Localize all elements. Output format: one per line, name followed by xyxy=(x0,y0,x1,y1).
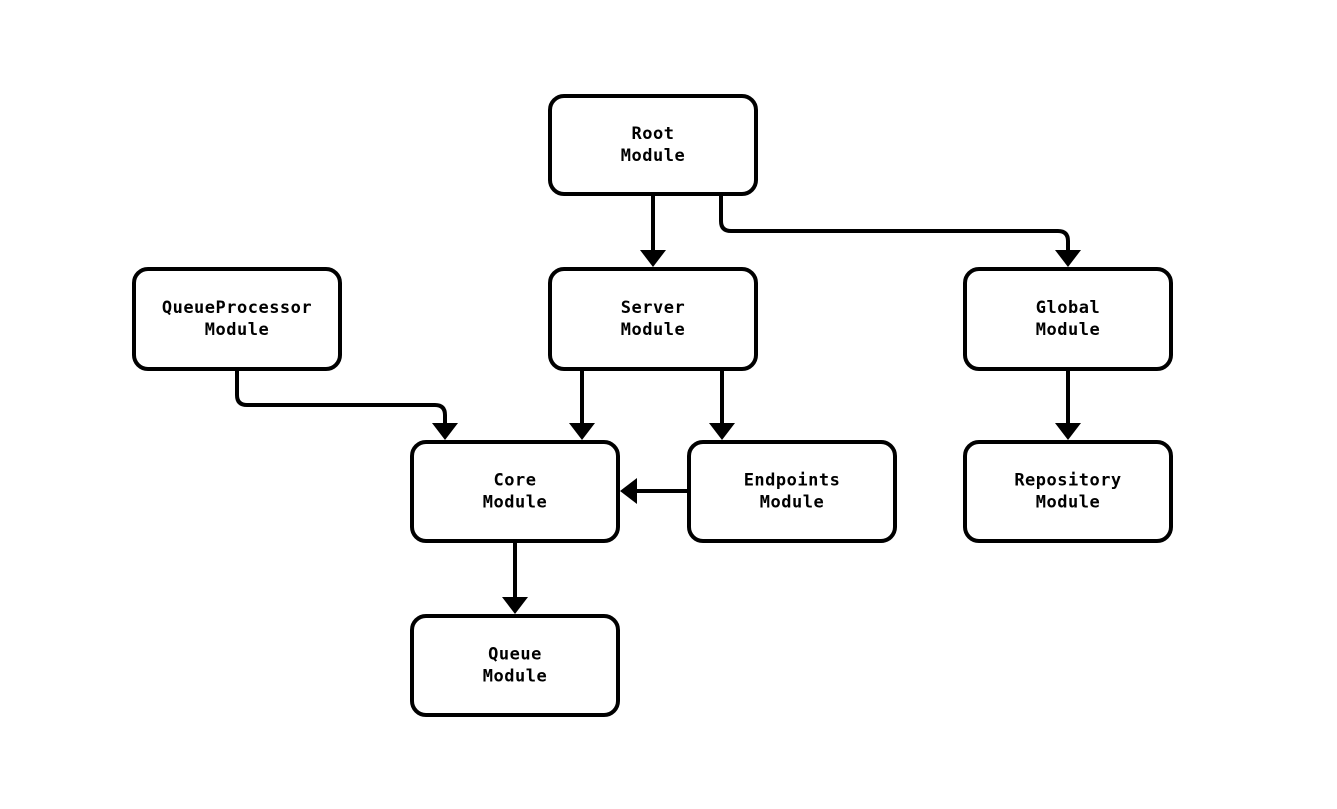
node-label-line1: QueueProcessor xyxy=(162,298,312,318)
node-label-line1: Core xyxy=(494,471,537,491)
node-box[interactable] xyxy=(687,440,897,543)
node-label-line2: Module xyxy=(621,320,685,340)
edge-server-to-endpoints xyxy=(709,371,735,440)
edges-layer xyxy=(235,196,1081,614)
arrow-head-icon xyxy=(1055,423,1081,440)
node-label-line2: Module xyxy=(205,320,269,340)
node-box[interactable] xyxy=(410,440,620,543)
arrow-head-icon xyxy=(640,250,666,267)
node-label-line1: Repository xyxy=(1014,471,1121,491)
node-label-line2: Module xyxy=(760,493,824,513)
arrow-head-icon xyxy=(502,597,528,614)
arrow-head-icon xyxy=(432,423,458,440)
node-label-line1: Global xyxy=(1036,298,1100,318)
node-label-line2: Module xyxy=(1036,493,1100,513)
node-box[interactable] xyxy=(963,267,1173,371)
edge-core-to-queue xyxy=(502,543,528,614)
node-label-line2: Module xyxy=(1036,320,1100,340)
node-label-line1: Queue xyxy=(488,645,542,665)
node-label-line2: Module xyxy=(483,493,547,513)
node-label-line1: Endpoints xyxy=(744,471,841,491)
edge-global-to-repository xyxy=(1055,371,1081,440)
nodes-layer: RootModuleQueueProcessorModuleServerModu… xyxy=(132,94,1173,717)
node-label-line2: Module xyxy=(483,667,547,687)
arrow-head-icon xyxy=(709,423,735,440)
edge-endpoints-to-core xyxy=(620,478,687,504)
node-box[interactable] xyxy=(548,94,758,196)
node-label-line1: Server xyxy=(621,298,685,318)
node-box[interactable] xyxy=(963,440,1173,543)
arrow-head-icon xyxy=(1055,250,1081,267)
edge-root-to-server xyxy=(640,196,666,267)
arrow-head-icon xyxy=(569,423,595,440)
edge-root-to-global xyxy=(719,196,1081,267)
node-label-line2: Module xyxy=(621,146,685,166)
node-label-line1: Root xyxy=(632,124,675,144)
edge-queueprocessor-to-core xyxy=(235,371,458,440)
node-box[interactable] xyxy=(548,267,758,371)
edge-line xyxy=(235,371,447,425)
arrow-head-icon xyxy=(620,478,637,504)
edge-line xyxy=(719,196,1070,252)
node-box[interactable] xyxy=(410,614,620,717)
node-box[interactable] xyxy=(132,267,342,371)
edge-server-to-core xyxy=(569,371,595,440)
